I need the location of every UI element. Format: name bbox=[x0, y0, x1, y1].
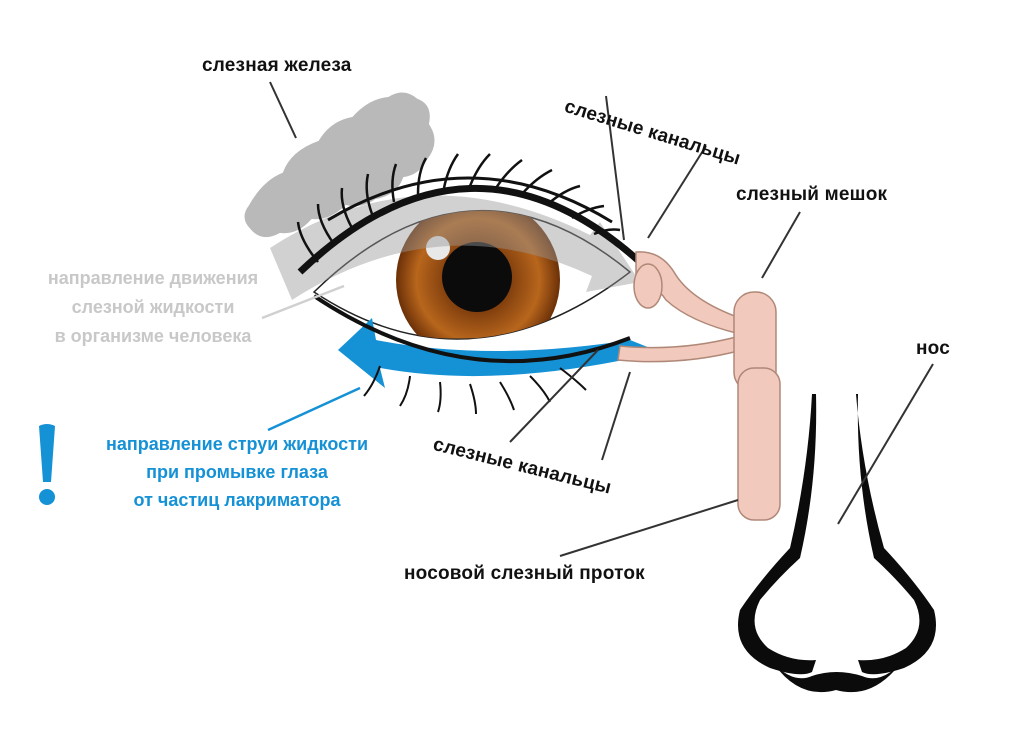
wash-flow-line-2: при промывке глаза bbox=[146, 462, 328, 482]
wash-flow-line-3: от частиц лакриматора bbox=[133, 490, 341, 510]
tear-flow-pointer bbox=[261, 284, 345, 320]
wash-flow-line-1: направление струи жидкости bbox=[105, 434, 369, 454]
wash-flow-band bbox=[338, 318, 660, 388]
label-wash-flow: направление струи жидкости при промывке … bbox=[78, 430, 396, 514]
nose-outline bbox=[738, 394, 936, 693]
wash-flow-pointer bbox=[267, 386, 361, 432]
label-lacrimal-sac: слезный мешок bbox=[736, 184, 888, 205]
tear-flow-line-1: направление движения bbox=[47, 268, 259, 288]
lower-eyelid bbox=[312, 294, 631, 364]
leader-lines bbox=[269, 81, 934, 557]
label-nasolacrimal-duct: носовой слезный проток bbox=[404, 563, 645, 584]
upper-eyelid bbox=[297, 184, 643, 275]
lacrimal-drainage bbox=[617, 251, 781, 521]
label-lacrimal-gland: слезная железа bbox=[202, 55, 352, 76]
label-nose: нос bbox=[916, 338, 950, 359]
pupil bbox=[442, 242, 512, 312]
exclamation-icon bbox=[39, 424, 55, 505]
label-tear-flow: направление движения слезной жидкости в … bbox=[28, 264, 278, 351]
tear-flow-line-2: слезной жидкости bbox=[71, 297, 235, 317]
lacrimal-gland-shape bbox=[242, 90, 437, 240]
tear-flow-line-3: в организме человека bbox=[54, 326, 252, 346]
upper-lashes bbox=[296, 153, 621, 263]
iris-highlight bbox=[426, 236, 450, 260]
